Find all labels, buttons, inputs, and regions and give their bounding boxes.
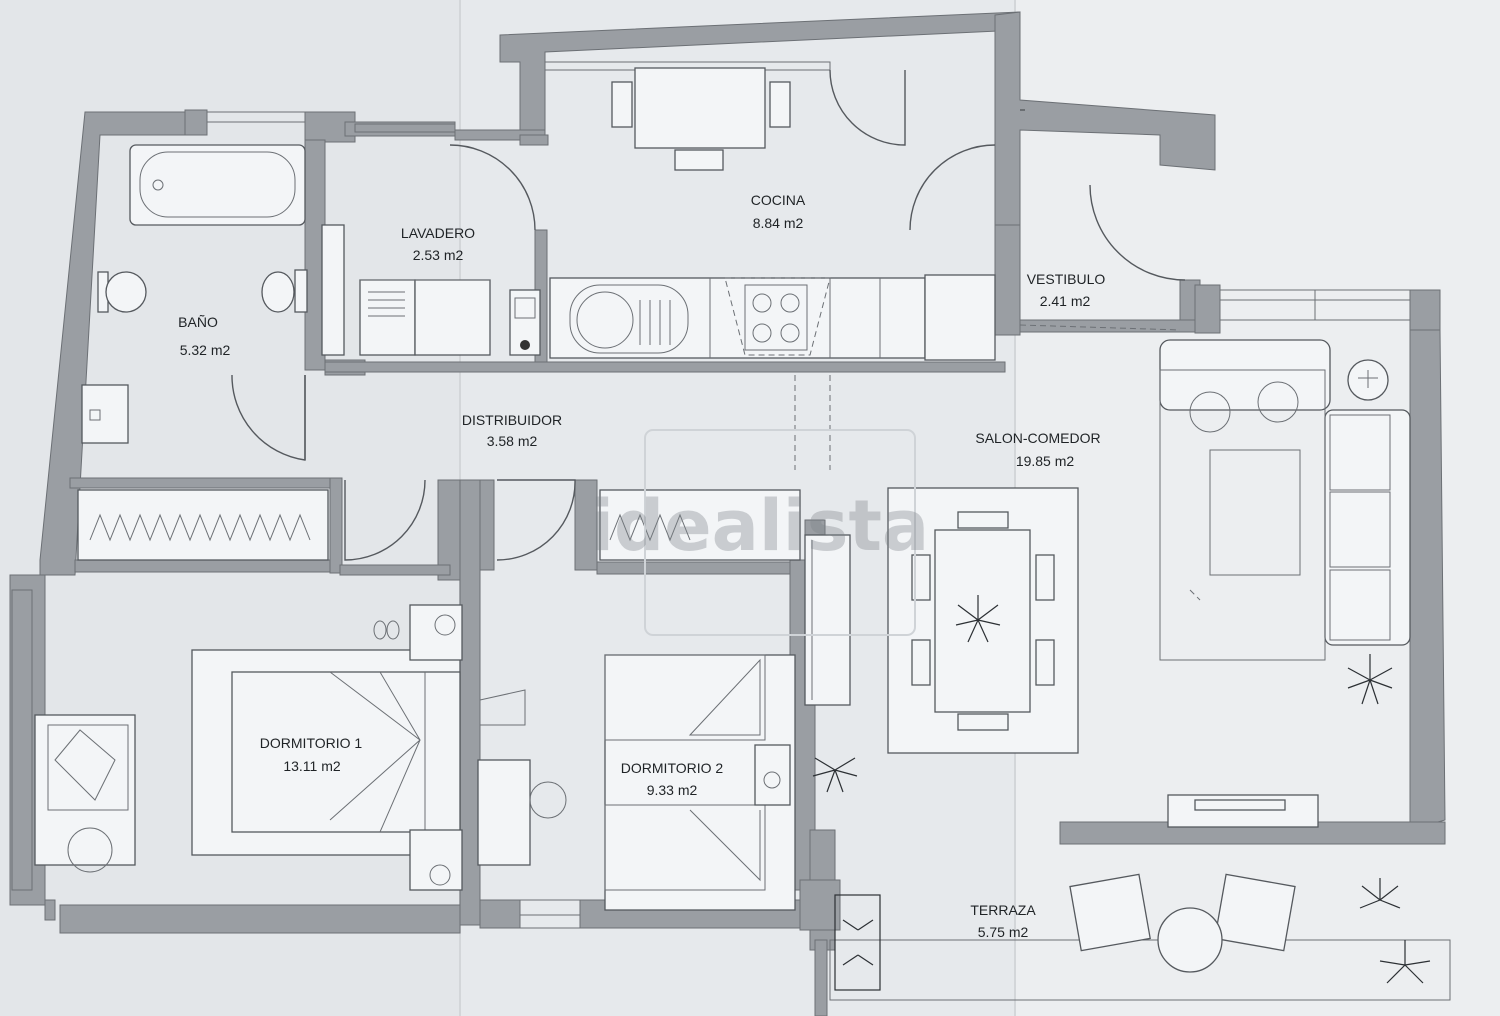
room-name-dormitorio2: DORMITORIO 2 bbox=[621, 760, 724, 776]
armchair-icon bbox=[34, 714, 136, 873]
room-name-salon: SALON-COMEDOR bbox=[975, 430, 1100, 446]
watermark-frame bbox=[644, 429, 916, 636]
room-area-cocina: 8.84 m2 bbox=[753, 215, 804, 231]
walls bbox=[9, 11, 1446, 1016]
armchair-icon bbox=[1189, 359, 1389, 433]
room-area-terraza: 5.75 m2 bbox=[978, 924, 1029, 940]
room-name-bano: BAÑO bbox=[178, 314, 218, 330]
washing-machine-icon bbox=[359, 279, 491, 356]
room-area-distribuidor: 3.58 m2 bbox=[487, 433, 538, 449]
toilet-icon bbox=[97, 271, 147, 313]
dining-table-icon bbox=[611, 67, 791, 171]
room-name-lavadero: LAVADERO bbox=[401, 225, 475, 241]
kitchen-sink-icon bbox=[569, 284, 689, 354]
sofa-icon bbox=[1159, 339, 1411, 661]
sink-icon bbox=[261, 269, 308, 313]
room-labels: BAÑO 5.32 m2 LAVADERO 2.53 m2 COCINA 8.8… bbox=[178, 192, 1105, 940]
tv-unit-icon bbox=[1167, 794, 1319, 828]
desk-chair-icon bbox=[477, 689, 567, 866]
wardrobe-icon bbox=[77, 489, 851, 706]
room-area-lavadero: 2.53 m2 bbox=[413, 247, 464, 263]
room-name-vestibulo: VESTIBULO bbox=[1027, 271, 1106, 287]
bathroom-fixtures bbox=[81, 144, 345, 444]
room-area-salon: 19.85 m2 bbox=[1016, 453, 1075, 469]
terraza-furniture bbox=[1069, 873, 1296, 973]
slippers-icon bbox=[373, 620, 400, 640]
stove-icon bbox=[724, 277, 831, 356]
room-area-bano: 5.32 m2 bbox=[180, 342, 231, 358]
room-area-dormitorio2: 9.33 m2 bbox=[647, 782, 698, 798]
room-name-dormitorio1: DORMITORIO 1 bbox=[260, 735, 363, 751]
room-name-cocina: COCINA bbox=[751, 192, 806, 208]
room-area-dormitorio1: 13.11 m2 bbox=[283, 758, 341, 774]
door-swing-icon bbox=[231, 69, 1186, 561]
room-name-distribuidor: DISTRIBUIDOR bbox=[462, 412, 562, 428]
nightstand bbox=[409, 604, 463, 661]
room-name-terraza: TERRAZA bbox=[970, 902, 1036, 918]
room-area-vestibulo: 2.41 m2 bbox=[1040, 293, 1091, 309]
watermark-logo: idealista bbox=[590, 485, 929, 567]
plant-icon bbox=[812, 595, 1431, 991]
double-bed-icon bbox=[191, 649, 461, 856]
shower-icon bbox=[81, 384, 129, 444]
kitchen-fixtures bbox=[509, 67, 996, 470]
